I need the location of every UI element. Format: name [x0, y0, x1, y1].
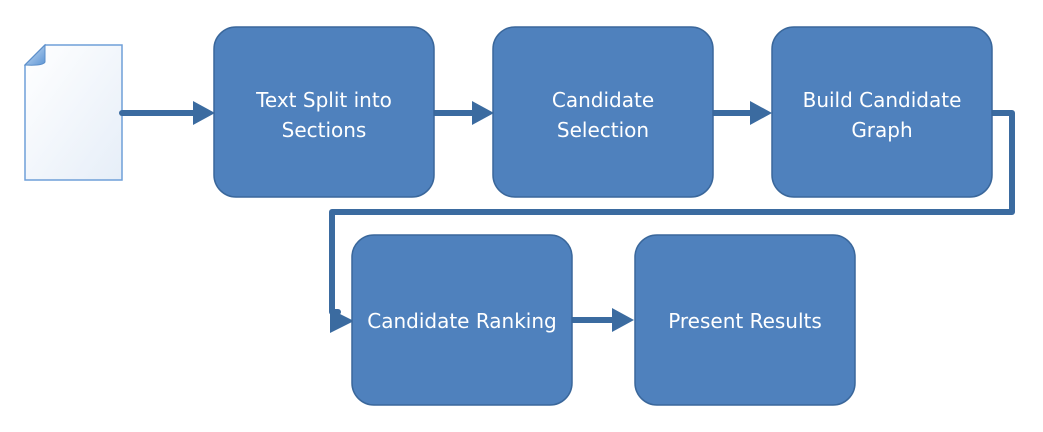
- box-label-line: Text Split into: [255, 88, 392, 112]
- box-label-line: Sections: [282, 118, 367, 142]
- arrowhead: [612, 308, 634, 332]
- arrowhead: [472, 101, 494, 125]
- box-label-line: Candidate Ranking: [367, 309, 557, 333]
- document-icon: [23, 43, 123, 181]
- box-label-line: Build Candidate: [803, 88, 962, 112]
- box-label-line: Graph: [851, 118, 912, 142]
- arrowhead: [750, 101, 772, 125]
- process-box-candidate-selection: Candidate Selection: [492, 26, 714, 198]
- arrowheads: [193, 101, 772, 333]
- process-box-text-split: Text Split into Sections: [213, 26, 435, 198]
- arrowhead: [330, 309, 354, 333]
- process-box-candidate-ranking: Candidate Ranking: [351, 234, 573, 406]
- process-box-present-results: Present Results: [634, 234, 856, 406]
- process-box-build-candidate-graph: Build Candidate Graph: [771, 26, 993, 198]
- box-label-line: Present Results: [668, 309, 822, 333]
- box-label-line: Selection: [557, 118, 649, 142]
- box-label-line: Candidate: [552, 88, 654, 112]
- arrowhead: [193, 101, 215, 125]
